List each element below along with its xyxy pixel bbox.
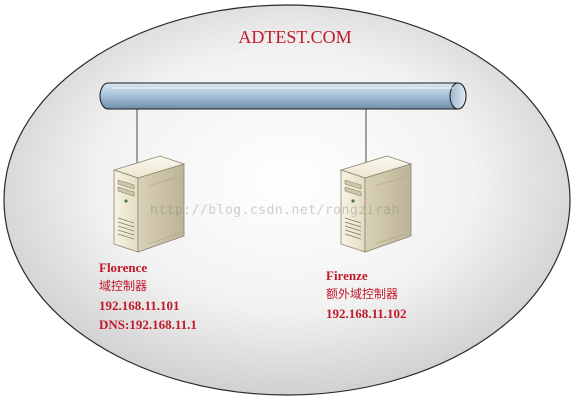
- node-ip: 192.168.11.102: [326, 306, 407, 321]
- node-role: 域控制器: [99, 279, 148, 293]
- node-label-florence: Florence 域控制器 192.168.11.101 DNS:192.168…: [99, 258, 197, 334]
- domain-title: ADTEST.COM: [238, 27, 351, 47]
- node-ip: 192.168.11.101: [99, 298, 180, 313]
- node-label-firenze: Firenze 额外域控制器 192.168.11.102: [326, 266, 407, 323]
- watermark-text: http://blog.csdn.net/rongzirah: [150, 203, 400, 218]
- node-name: Florence: [99, 260, 148, 275]
- node-name: Firenze: [326, 268, 368, 283]
- network-bus: [99, 82, 467, 110]
- domain-boundary-ellipse: [3, 4, 571, 396]
- node-role: 额外域控制器: [326, 287, 399, 301]
- node-dns: DNS:192.168.11.1: [99, 317, 197, 332]
